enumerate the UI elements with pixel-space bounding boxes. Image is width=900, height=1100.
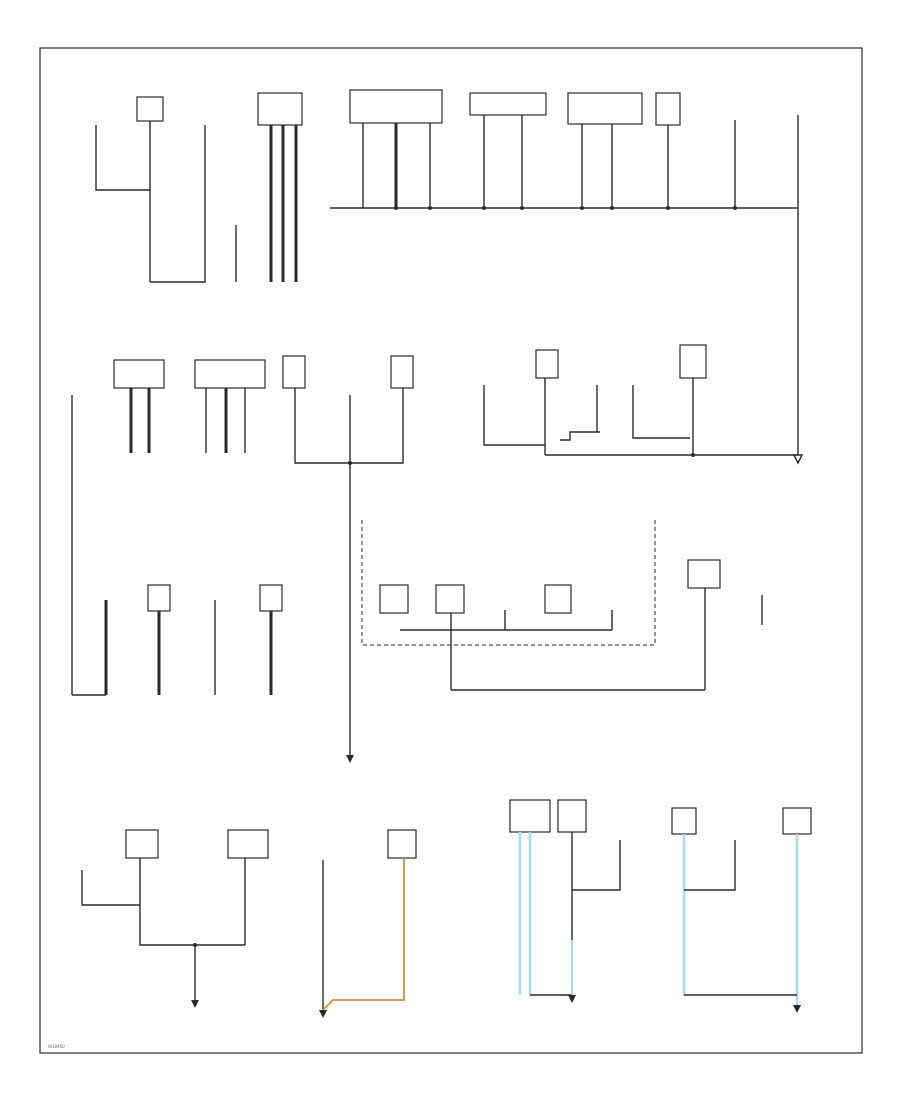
splice-dot	[580, 206, 584, 210]
splice-dot	[666, 206, 670, 210]
ground-wire	[560, 431, 600, 441]
ground-wire	[294, 388, 350, 464]
ground-wire	[572, 840, 621, 891]
component-box	[349, 89, 443, 124]
ground-wire	[684, 840, 736, 891]
component-box	[509, 799, 551, 833]
component-box	[435, 584, 465, 614]
component-box	[387, 829, 417, 859]
component-box	[567, 92, 643, 125]
component-box	[679, 344, 707, 379]
component-box	[557, 799, 587, 833]
component-box	[194, 359, 266, 389]
component-box	[544, 584, 572, 614]
component-box	[655, 92, 681, 126]
splice-dot	[520, 206, 524, 210]
component-box	[136, 96, 164, 122]
ground-wire	[139, 858, 245, 946]
ground-wire	[322, 858, 405, 1011]
splice-dot	[733, 206, 737, 210]
module-outline	[361, 520, 656, 646]
ground-wire	[81, 870, 140, 906]
component-box	[227, 829, 269, 859]
splice-dot	[428, 206, 432, 210]
component-box	[782, 807, 812, 835]
component-box	[113, 359, 165, 389]
ground-symbol	[191, 1000, 199, 1008]
ground-symbol	[792, 454, 804, 465]
component-box	[125, 829, 159, 859]
component-box	[671, 807, 697, 835]
ground-wire	[483, 385, 545, 446]
component-box	[390, 355, 414, 389]
component-box	[687, 559, 721, 589]
ground-wire	[150, 125, 206, 283]
splice-dot	[691, 453, 695, 457]
diagram-border	[39, 47, 863, 1054]
component-box	[469, 92, 547, 116]
ground-wire	[95, 125, 150, 191]
ground-symbol	[346, 755, 354, 763]
component-box	[535, 349, 559, 379]
splice-dot	[610, 206, 614, 210]
ground-wire	[632, 385, 690, 439]
ground-wire	[350, 388, 404, 464]
diagram-code: W38460	[48, 1044, 65, 1049]
component-box	[282, 355, 306, 389]
component-box	[259, 584, 283, 612]
ground-wire	[530, 890, 573, 996]
ground-symbol	[319, 1010, 327, 1018]
splice-dot	[348, 461, 352, 465]
ground-symbol	[568, 995, 576, 1003]
splice-dot	[193, 943, 197, 947]
splice-dot	[394, 206, 398, 210]
splice-dot	[482, 206, 486, 210]
component-box	[379, 584, 409, 614]
component-box	[147, 584, 171, 612]
ground-symbol	[793, 1005, 801, 1013]
component-box	[257, 92, 303, 126]
